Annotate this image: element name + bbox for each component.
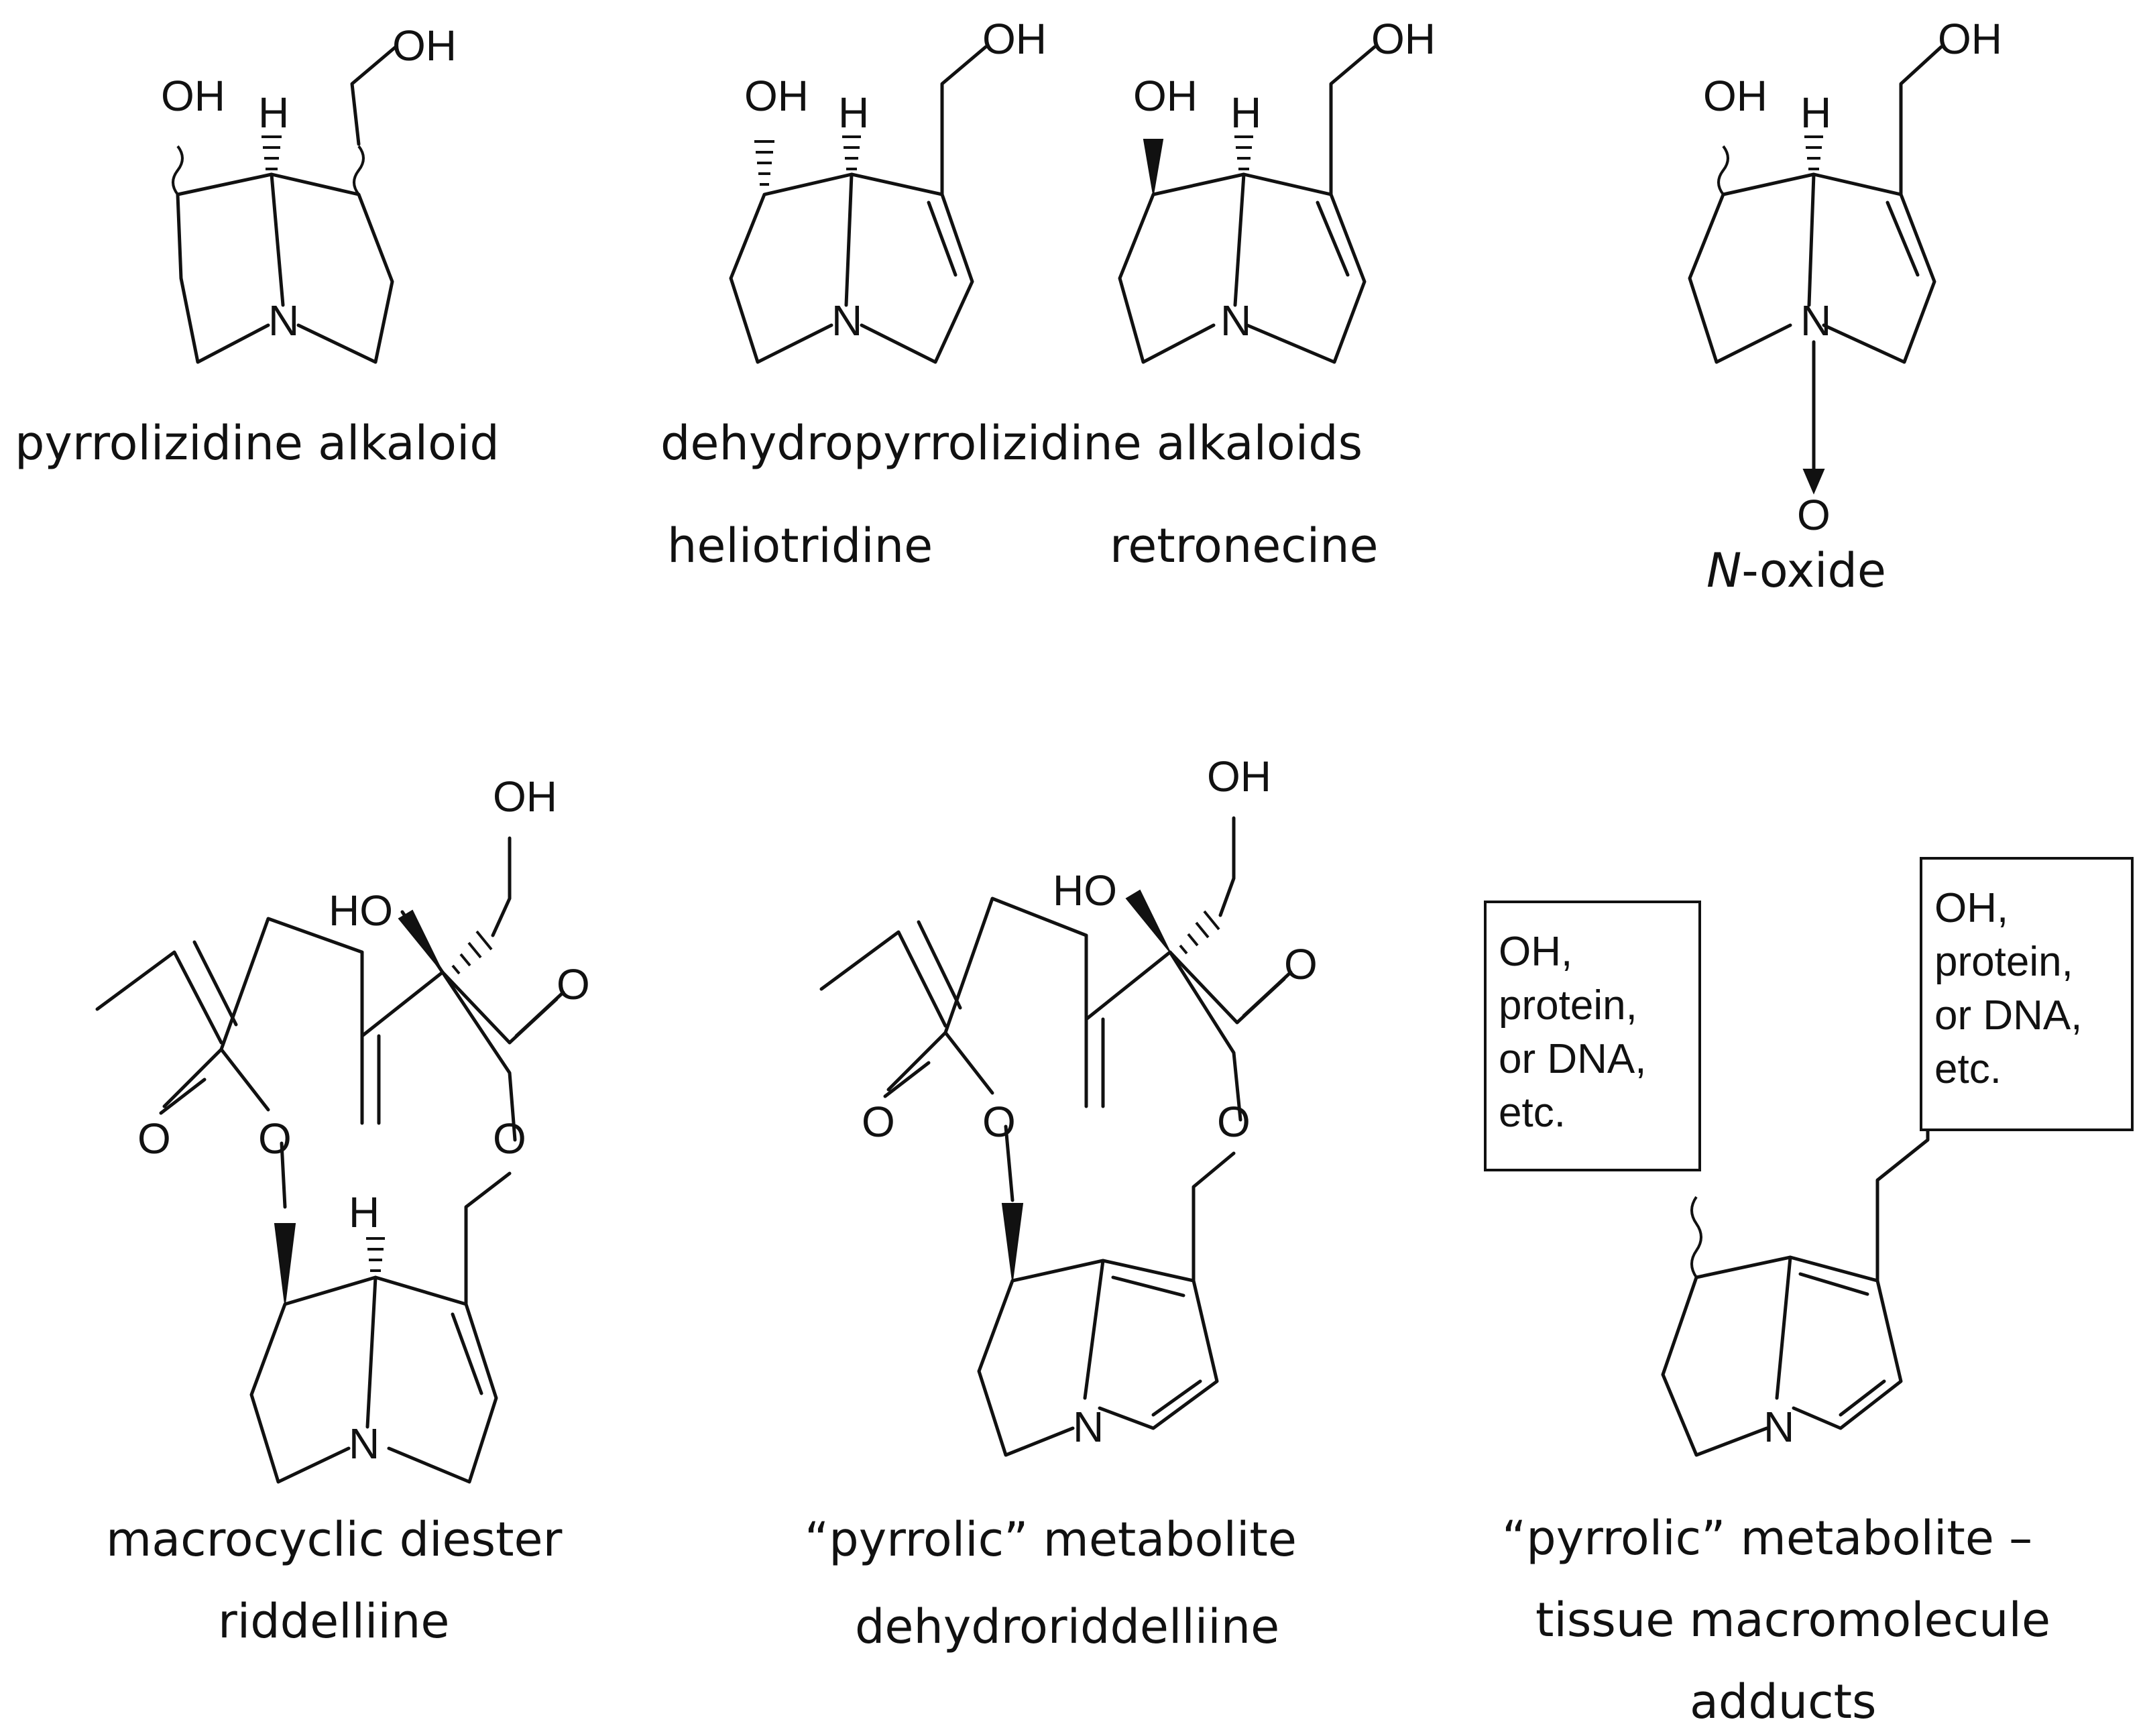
caption-n-oxide: N-oxide — [1706, 543, 1886, 598]
caption-adducts-line2: tissue macromolecule — [1535, 1593, 2050, 1647]
atom-o-carbonyl-right: O — [1284, 940, 1318, 988]
wavy-bond-c1-ch2 — [353, 145, 365, 196]
atom-o-ester-ring-right: O — [1217, 1098, 1251, 1146]
wedge-bond-c7-o — [274, 1223, 296, 1305]
atom-o: O — [1797, 491, 1831, 539]
atom-o-carbonyl-left: O — [137, 1114, 171, 1163]
caption-dehydroriddelliine-line2: dehydroriddelliine — [855, 1599, 1279, 1654]
adduct-box-left-line1: OH, — [1499, 929, 1572, 975]
atom-n: N — [1763, 1403, 1794, 1451]
atom-n: N — [1073, 1403, 1104, 1451]
atom-oh-ch2: OH — [493, 772, 557, 821]
atom-oh-c7: OH — [1133, 72, 1198, 120]
atom-n: N — [1800, 296, 1831, 345]
wavy-bond-c7-oh — [172, 145, 184, 196]
n-to-o-arrowhead — [1802, 469, 1825, 495]
structure-dehydroriddelliine: N O O O O HO OH — [819, 752, 1318, 1457]
structure-riddelliine: H N O O O O HO OH — [95, 772, 590, 1484]
atom-ho: HO — [329, 886, 393, 935]
hash-bond-h — [262, 135, 282, 170]
hash-bond-h — [842, 135, 861, 170]
caption-adducts-line3: adducts — [1690, 1674, 1877, 1729]
wavy-bond-c7-oh — [1717, 145, 1729, 196]
atom-oh-ch2: OH — [1371, 15, 1436, 63]
atom-oh-ch2: OH — [1938, 15, 2002, 63]
atom-oh-ch2: OH — [392, 21, 457, 70]
adduct-box-left: OH, protein, or DNA, etc. — [1484, 901, 1701, 1171]
atom-ho: HO — [1053, 866, 1117, 915]
atom-h: H — [349, 1188, 380, 1236]
atom-o-ester-ring-left: O — [982, 1098, 1016, 1146]
caption-riddelliine-line1: macrocyclic diester — [106, 1512, 563, 1567]
atom-h: H — [1230, 89, 1261, 137]
hash-bond-ch2oh — [451, 930, 493, 975]
atom-n: N — [1220, 296, 1251, 345]
structure-pyrrolizidine-alkaloid: H OH OH N — [161, 21, 457, 364]
atom-oh-c7: OH — [1703, 72, 1767, 120]
hash-bond-h — [366, 1237, 385, 1272]
caption-riddelliine-line2: riddelliine — [218, 1594, 449, 1649]
atom-oh-ch2: OH — [982, 15, 1047, 63]
atom-oh-ch2: OH — [1207, 752, 1271, 801]
adduct-box-left-line4: etc. — [1499, 1090, 1566, 1136]
atom-o-ester-ring-left: O — [258, 1114, 292, 1163]
caption-heliotridine: heliotridine — [667, 518, 933, 573]
atom-o-carbonyl-right: O — [557, 960, 590, 1008]
hash-bond-ch2oh — [1179, 910, 1220, 955]
wedge-bond-oh — [1125, 889, 1171, 953]
atom-n: N — [349, 1420, 380, 1468]
structure-adducts: OH, protein, or DNA, etc. OH, protein, o… — [1484, 857, 2134, 1457]
atom-h: H — [838, 89, 869, 137]
caption-adducts-line1: “pyrrolic” metabolite – — [1502, 1511, 2032, 1566]
structure-n-oxide: OH H OH N O — [1688, 15, 2002, 539]
adduct-box-left-line3: or DNA, — [1499, 1036, 1646, 1082]
wavy-bond-c7-substituent — [1690, 1196, 1702, 1279]
caption-dehydroriddelliine-line1: “pyrrolic” metabolite — [805, 1512, 1297, 1567]
adduct-box-right-line3: or DNA, — [1934, 992, 2082, 1039]
structure-heliotridine: OH H OH N — [729, 15, 1047, 364]
wedge-bond-oh — [1143, 139, 1164, 195]
caption-dehydropyrrolizidine-alkaloids: dehydropyrrolizidine alkaloids — [660, 416, 1362, 471]
atom-n: N — [831, 296, 862, 345]
structure-retronecine: OH H OH N — [1118, 15, 1436, 364]
caption-retronecine: retronecine — [1110, 518, 1379, 573]
atom-o-ester-ring-right: O — [493, 1114, 526, 1163]
atom-oh-c7: OH — [161, 72, 225, 120]
wedge-bond-oh — [398, 909, 443, 973]
adduct-box-left-line2: protein, — [1499, 982, 1637, 1029]
caption-n-oxide-n: N — [1706, 543, 1741, 598]
atom-o-carbonyl-left: O — [862, 1098, 895, 1146]
hash-bond-oh — [754, 140, 774, 186]
adduct-box-right-line4: etc. — [1934, 1046, 2001, 1092]
hash-bond-h — [1804, 135, 1823, 170]
atom-oh-c7: OH — [744, 72, 809, 120]
caption-n-oxide-suffix: -oxide — [1741, 543, 1886, 598]
adduct-box-right-line2: protein, — [1934, 939, 2073, 985]
hash-bond-h — [1234, 135, 1253, 170]
adduct-box-right: OH, protein, or DNA, etc. — [1920, 857, 2134, 1131]
atom-h: H — [1800, 89, 1831, 137]
atom-h: H — [258, 89, 289, 137]
adduct-box-right-line1: OH, — [1934, 885, 2008, 931]
caption-pyrrolizidine-alkaloid: pyrrolizidine alkaloid — [15, 416, 500, 471]
wedge-bond-c7-o — [1001, 1203, 1024, 1281]
atom-n: N — [268, 296, 299, 345]
